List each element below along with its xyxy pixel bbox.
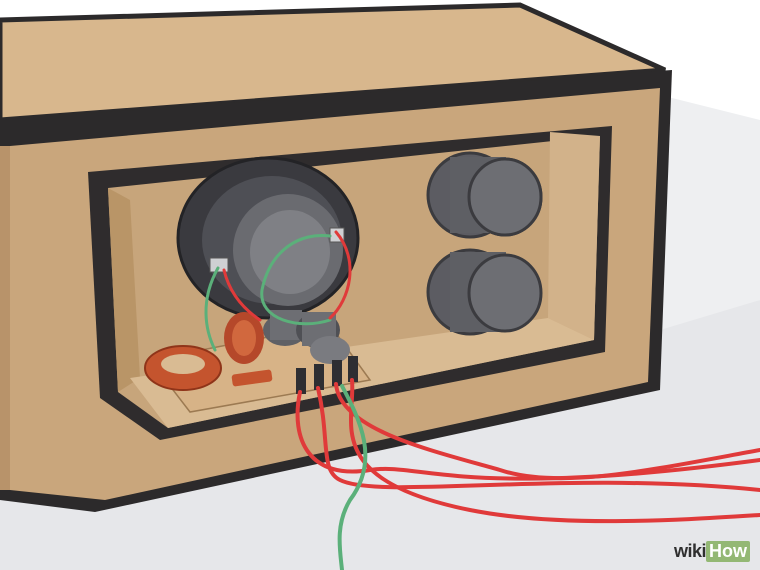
bass-port-top	[426, 151, 543, 239]
bass-port-bottom	[426, 248, 543, 336]
crossover-board	[148, 310, 372, 413]
woofer-driver	[176, 156, 360, 320]
wikihow-watermark: wiki How	[674, 541, 750, 562]
watermark-how: How	[706, 541, 750, 562]
inductor-coil	[144, 345, 222, 391]
wall-shadow	[660, 95, 760, 330]
watermark-wiki: wiki	[673, 541, 707, 561]
speaker-wires	[204, 230, 760, 570]
